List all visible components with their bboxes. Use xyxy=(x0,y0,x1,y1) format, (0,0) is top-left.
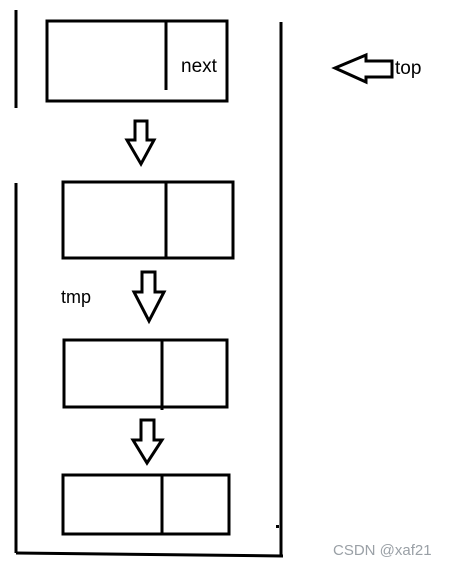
down-arrow-1 xyxy=(124,119,157,168)
tmp-label: tmp xyxy=(61,287,92,307)
down-arrow-2 xyxy=(131,270,167,325)
node-3-box xyxy=(62,338,229,409)
node-2-box xyxy=(61,180,235,260)
stack-bottom xyxy=(15,551,284,558)
node-1-box xyxy=(45,19,229,103)
next-label: next xyxy=(181,56,217,77)
wall-dot xyxy=(276,525,279,528)
down-arrow-3 xyxy=(130,418,165,466)
top-pointer-arrow xyxy=(331,52,394,85)
watermark: CSDN @xaf21 xyxy=(333,542,432,559)
top-label: top xyxy=(395,58,422,79)
node-4-box xyxy=(61,473,231,536)
